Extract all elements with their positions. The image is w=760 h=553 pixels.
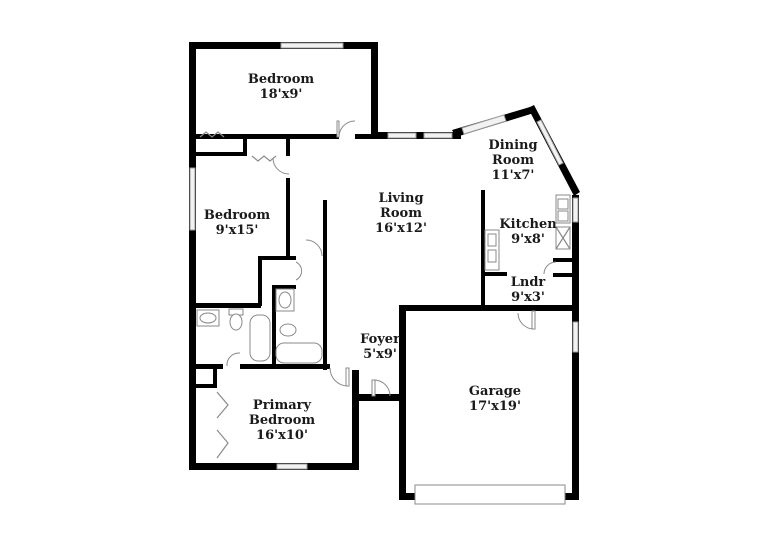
windows bbox=[189, 42, 579, 505]
room-name-line1: Living bbox=[378, 191, 424, 206]
doors bbox=[199, 120, 557, 459]
room-name: Garage bbox=[468, 384, 522, 399]
fixtures bbox=[196, 194, 571, 364]
room-label-bedroom-2: Bedroom 9'x15' bbox=[204, 208, 270, 238]
window-bedroom1-top bbox=[280, 42, 344, 49]
room-label-kitchen: Kitchen 9'x8' bbox=[499, 217, 556, 247]
window-dining-top bbox=[461, 114, 507, 135]
room-label-dining-room: Dining Room 11'x7' bbox=[488, 138, 537, 183]
room-name: Kitchen bbox=[499, 217, 557, 232]
tub-bath2 bbox=[275, 342, 323, 364]
room-name: Foyer bbox=[360, 332, 400, 347]
room-name: Bedroom bbox=[247, 72, 315, 87]
window-primary-bottom bbox=[276, 463, 308, 470]
window-kitchen-right bbox=[572, 197, 579, 223]
room-name-line1: Primary bbox=[252, 398, 312, 413]
toilet-bath2 bbox=[279, 323, 297, 337]
interior-walls bbox=[189, 134, 575, 388]
room-dims: 18'x9' bbox=[259, 87, 303, 102]
room-name-line2: Room bbox=[380, 206, 422, 221]
room-name-line1: Dining bbox=[488, 138, 538, 153]
window-bedroom2-left bbox=[189, 167, 196, 231]
room-dims: 11'x7' bbox=[491, 168, 535, 183]
room-label-bedroom-1: Bedroom 18'x9' bbox=[248, 72, 314, 102]
room-dims: 9'x3' bbox=[511, 290, 545, 305]
window-living-1 bbox=[387, 132, 417, 139]
room-name: Bedroom bbox=[203, 208, 271, 223]
garage-door bbox=[414, 484, 566, 505]
room-dims: 17'x19' bbox=[469, 399, 521, 414]
room-label-foyer: Foyer 5'x9' bbox=[360, 332, 400, 362]
tub-bath1 bbox=[249, 314, 271, 362]
room-label-primary-bedroom: Primary Bedroom 16'x10' bbox=[249, 398, 315, 443]
room-dims: 9'x8' bbox=[511, 232, 545, 247]
room-dims: 16'x12' bbox=[375, 221, 427, 236]
room-dims: 5'x9' bbox=[363, 347, 397, 362]
window-garage-right bbox=[572, 321, 579, 353]
room-dims: 9'x15' bbox=[215, 223, 259, 238]
window-dining-right bbox=[536, 119, 564, 166]
room-name-line2: Room bbox=[492, 153, 534, 168]
room-name: Lndr bbox=[510, 275, 546, 290]
room-label-garage: Garage 17'x19' bbox=[469, 384, 521, 414]
window-living-2 bbox=[423, 132, 453, 139]
room-label-laundry: Lndr 9'x3' bbox=[511, 275, 546, 305]
room-label-living-room: Living Room 16'x12' bbox=[375, 191, 427, 236]
room-name-line2: Bedroom bbox=[248, 413, 316, 428]
room-dims: 16'x10' bbox=[256, 428, 308, 443]
